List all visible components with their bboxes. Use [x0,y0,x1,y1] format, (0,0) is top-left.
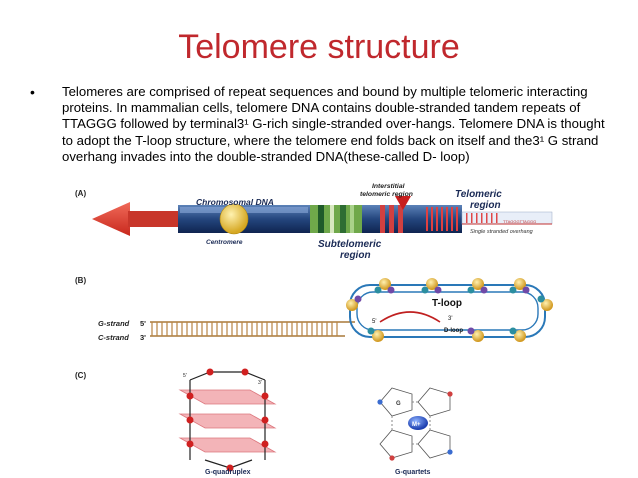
d-loop-label: D-loop [444,328,463,334]
t-loop-outer [349,284,546,338]
red-arm [128,211,180,227]
metal-ion-label: M+ [412,422,421,428]
panel-a: (A) [75,183,553,261]
subtelomeric-label-1: Subtelomeric [318,239,382,250]
overhang-label: Single stranded overhang [470,229,534,235]
subtelomeric-label-2: region [340,250,371,261]
loop-5-prime: 5' [372,319,376,325]
g-strand-5-prime: 5' [140,319,146,328]
panel-b: (B) [75,276,553,342]
c-strand-label: C-strand [98,333,129,342]
interstitial-label-2: telomeric region [360,191,413,198]
panel-b-tag: (B) [75,276,86,285]
quadruplex-5-prime: 5' [183,373,187,379]
chromosome-arrow-icon [92,202,130,236]
interstitial-marker-icon [395,196,411,210]
interstitial-label-1: Interstitial [372,183,405,190]
bullet-text: Telomeres are comprised of repeat sequen… [62,84,605,164]
panel-a-tag: (A) [75,189,86,198]
panel-c-tag: (C) [75,371,86,380]
overhang-sequence: TTAGGGTTAGGG [503,219,536,224]
g-quadruplex-label: G-quadruplex [205,469,251,476]
centromere-icon [219,203,249,235]
quartet-g-label: G [396,401,401,407]
loop-3-prime: 3' [448,316,452,322]
c-strand-3-prime: 3' [140,333,146,342]
bullet-dot-icon: • [30,84,35,100]
g-quartets-label: G-quartets [395,469,431,476]
centromere-label: Centromere [206,239,243,246]
dna-ladder-rungs [151,322,338,336]
t-loop-inner [356,291,539,331]
subtelomeric-bar [310,205,362,233]
telomeric-label-2: region [470,200,501,211]
bullet-item: • Telomeres are comprised of repeat sequ… [30,84,615,165]
quadruplex-3-prime: 3' [258,380,262,386]
shelterin-proteins [346,278,553,342]
telomeric-repeats [426,207,458,231]
telomeric-label-1: Telomeric [455,189,502,200]
slide-title: Telomere structure [178,28,460,66]
g-quadruplex [178,368,277,472]
g-strand-label: G-strand [98,319,130,328]
metal-ion-icon [408,416,428,430]
d-loop-strand [379,311,441,323]
g-quartets [377,387,453,461]
t-loop-label: T-loop [432,298,462,309]
panel-c: (C) 5' 3' G-quadruplex [75,368,453,476]
chromosomal-dna-label: Chromosomal DNA [196,197,274,207]
